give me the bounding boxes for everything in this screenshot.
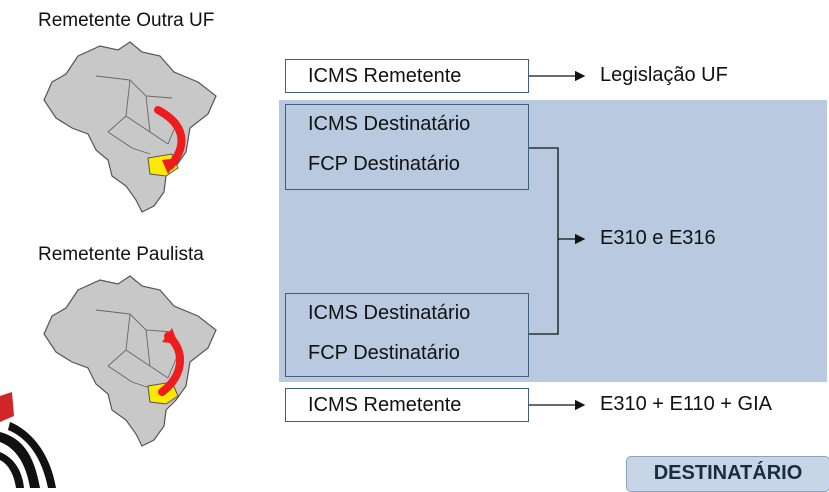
e310-e110-gia-label: E310 + E110 + GIA bbox=[600, 393, 772, 415]
destinatario-badge: DESTINATÁRIO bbox=[626, 456, 829, 492]
brazil-outline bbox=[43, 275, 217, 447]
merge-bracket bbox=[529, 147, 559, 335]
e310-e316-label: E310 e E316 bbox=[600, 227, 716, 249]
bottom-icms-remetente-box: ICMS Remetente bbox=[285, 388, 529, 422]
brazil-map-outra-uf bbox=[43, 41, 217, 213]
brazil-outline bbox=[43, 41, 217, 213]
fcp-destinatario-label: FCP Destinatário bbox=[308, 342, 460, 364]
fcp-destinatario-label: FCP Destinatário bbox=[308, 153, 460, 175]
icms-destinatario-label: ICMS Destinatário bbox=[308, 302, 471, 324]
top-icms-remetente-box: ICMS Remetente bbox=[285, 59, 529, 93]
bottom-map-label: Remetente Paulista bbox=[38, 244, 204, 265]
top-map-label: Remetente Outra UF bbox=[38, 10, 215, 31]
brazil-map-paulista bbox=[43, 275, 217, 447]
destinatario-panel bbox=[279, 100, 827, 382]
icms-destinatario-label: ICMS Destinatário bbox=[308, 113, 471, 135]
group-box-paulista: ICMS Destinatário FCP Destinatário bbox=[285, 293, 529, 377]
legislacao-uf-label: Legislação UF bbox=[600, 64, 728, 86]
striped-emblem-icon bbox=[0, 392, 56, 488]
group-box-outra-uf: ICMS Destinatário FCP Destinatário bbox=[285, 104, 529, 190]
